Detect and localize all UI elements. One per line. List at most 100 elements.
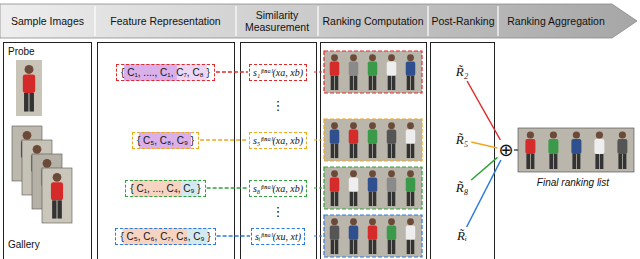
leader-line xyxy=(314,235,324,236)
stage-header-box: Post-Ranking xyxy=(428,4,498,38)
connector xyxy=(217,235,250,237)
probe-label: Probe xyxy=(8,46,35,58)
gallery-label-box: Gallery xyxy=(8,238,78,252)
ranked-person xyxy=(548,131,558,169)
ranked-person xyxy=(349,122,359,158)
probe-image xyxy=(16,60,42,116)
node-text: R̃₂ xyxy=(456,64,468,80)
ranked-person xyxy=(406,122,416,158)
ellipsis-dots: ⋮ xyxy=(272,205,285,220)
ellipsis-dots-box: ⋮ xyxy=(258,98,298,114)
node-text: { C₅, C₈, C₉ } xyxy=(137,135,194,146)
stage-header-box: Ranking Computation xyxy=(318,4,428,38)
stage-header: Post-Ranking xyxy=(431,15,494,27)
ranked-person xyxy=(368,170,378,206)
feature-set-box: { C₅, C₈, C₉ } xyxy=(132,132,199,149)
ranked-person xyxy=(349,54,359,90)
column-panel xyxy=(321,43,427,259)
column-panel xyxy=(98,43,235,259)
ranking-strip xyxy=(324,119,422,161)
ranked-person xyxy=(617,131,627,169)
column-panel xyxy=(431,43,495,259)
stage-header: Ranking Computation xyxy=(323,15,424,27)
connector xyxy=(467,160,501,227)
connector xyxy=(471,157,497,180)
ranked-person xyxy=(349,218,359,254)
probe-label-box: Probe xyxy=(8,45,68,58)
gallery-label: Gallery xyxy=(8,239,40,251)
leader-line xyxy=(314,187,324,188)
ranked-person xyxy=(368,54,378,90)
feature-set-box: { C₅, C₆, C₇, C₈, C₉ } xyxy=(115,228,215,245)
gallery-person xyxy=(51,173,63,219)
final-list-label: Final ranking list xyxy=(537,177,609,189)
similarity-box: s₁ᶠⁱⁿᵃˡ(xa, xb) xyxy=(249,64,307,81)
ranked-person xyxy=(368,218,378,254)
final-list-label-box: Final ranking list xyxy=(508,176,638,190)
ranked-person xyxy=(571,131,581,169)
node-text: s₈ᶠⁱⁿᵃˡ(xa, xb) xyxy=(253,183,303,194)
gallery-image xyxy=(42,168,72,223)
post-ranking-label: R̃₂ xyxy=(454,64,470,80)
node-text: s₅ᶠⁱⁿᵃˡ(xa, xb) xyxy=(253,135,303,146)
column-panel xyxy=(4,43,92,259)
post-ranking-label: R̃₅ xyxy=(454,132,470,148)
ranked-person xyxy=(330,170,340,206)
ranking-strip xyxy=(324,51,422,93)
ranked-person xyxy=(525,131,535,169)
feature-set-box: { C₁, ...., C₁, C₇, C₈ } xyxy=(116,64,215,81)
stage-header: Ranking Aggregation xyxy=(507,15,605,27)
similarity-box: sᵢᶠⁱⁿᵃˡ(xu, xt) xyxy=(251,228,305,245)
banner-separator xyxy=(427,6,428,36)
node-text: sᵢᶠⁱⁿᵃˡ(xu, xt) xyxy=(255,231,301,242)
ranked-person xyxy=(387,54,397,90)
node-text: s₁ᶠⁱⁿᵃˡ(xa, xb) xyxy=(253,67,303,78)
post-ranking-label: R̃₈ xyxy=(454,180,470,196)
leader-line xyxy=(314,139,324,140)
stage-header-box: Similarity Measurement xyxy=(236,4,318,38)
ranked-person xyxy=(594,131,604,169)
pipeline-banner xyxy=(0,4,637,38)
ranked-person xyxy=(387,218,397,254)
node-text: { C₁, ...., C₁, C₇, C₈ } xyxy=(121,67,210,78)
ranking-strip xyxy=(324,167,422,209)
ranked-person xyxy=(368,122,378,158)
node-text: R̃₈ xyxy=(456,180,468,196)
connector xyxy=(471,142,497,148)
ranked-person xyxy=(406,170,416,206)
ranked-person xyxy=(330,54,340,90)
connector xyxy=(467,81,500,140)
final-ranking-strip xyxy=(518,128,634,172)
similarity-box: s₅ᶠⁱⁿᵃˡ(xa, xb) xyxy=(249,132,307,149)
ellipsis-dots-box: ⋮ xyxy=(258,204,298,220)
stage-header-box: Sample Images xyxy=(0,4,95,38)
connector xyxy=(207,187,248,189)
ranked-person xyxy=(406,218,416,254)
connector xyxy=(216,71,248,73)
node-text: R̃₅ xyxy=(456,132,468,148)
leader-line xyxy=(514,149,518,150)
node-text: ⊕ xyxy=(498,141,513,159)
stage-header: Similarity Measurement xyxy=(236,9,318,33)
banner-separator xyxy=(497,6,498,36)
ranked-person xyxy=(387,122,397,158)
post-ranking-label: R̃ᵢ xyxy=(455,228,469,244)
ranked-person xyxy=(406,54,416,90)
banner-separators xyxy=(95,6,498,36)
stage-header: Feature Representation xyxy=(110,15,220,27)
stage-header-box: Feature Representation xyxy=(95,4,236,38)
aggregation-symbol: ⊕ xyxy=(498,141,513,159)
stage-header: Sample Images xyxy=(11,15,84,27)
ranked-person xyxy=(330,218,340,254)
probe-person xyxy=(23,65,35,112)
column-panels xyxy=(4,43,495,259)
stage-header-box: Ranking Aggregation xyxy=(498,4,614,38)
ranked-person xyxy=(330,122,340,158)
feature-set-box: { C₁, ..., C₄, C₉ } xyxy=(125,180,205,197)
leader-line xyxy=(314,71,324,72)
banner-separator xyxy=(235,6,236,36)
